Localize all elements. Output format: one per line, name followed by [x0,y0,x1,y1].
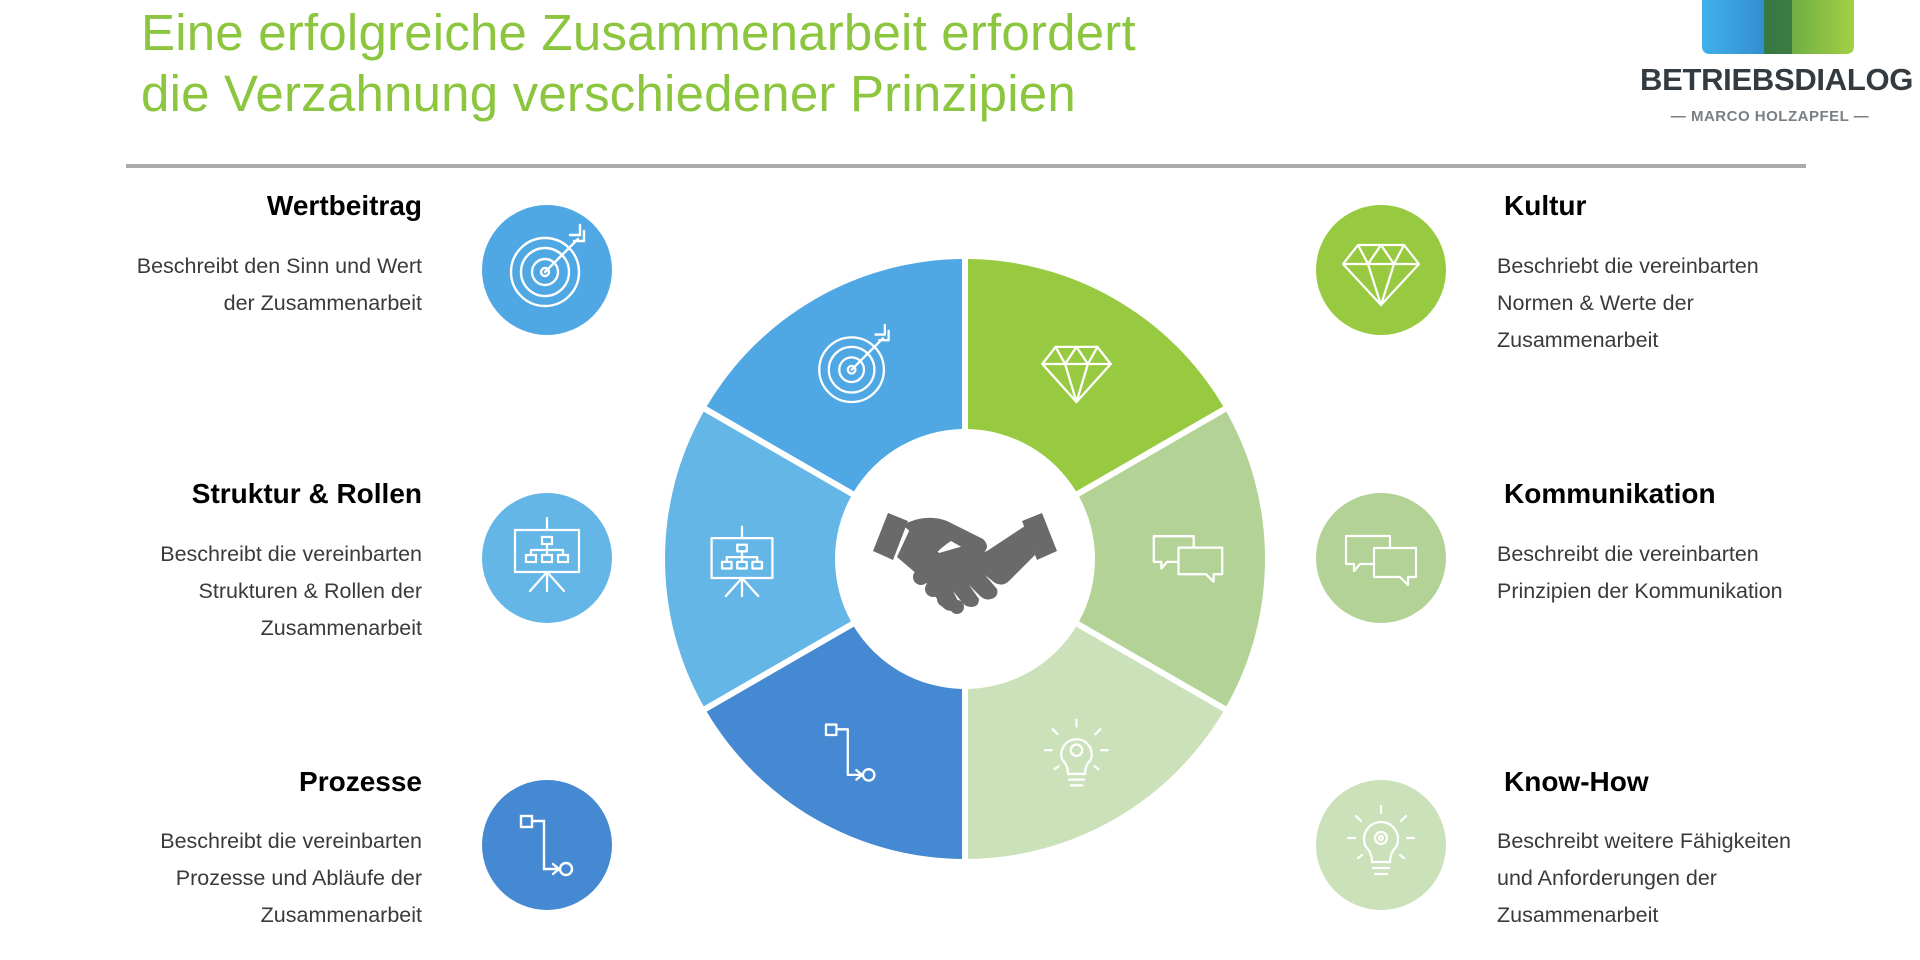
diamond-icon [1341,243,1421,307]
description-line: Beschreibt weitere Fähigkeiten [1497,829,1791,853]
segment-process-flow-icon [824,723,876,782]
handshake-icon [873,513,1057,614]
principle-badge-prozesse [482,780,612,910]
description-line: und Anforderungen der [1497,866,1717,890]
description-line: Zusammenarbeit [1497,328,1659,352]
page-title: Eine erfolgreiche Zusammenarbeit erforde… [141,2,1136,124]
wheel-segment-knowhow [967,626,1224,859]
segment-speech-bubbles-icon [1152,535,1224,583]
description-line: Strukturen & Rollen der [198,579,422,603]
description-line: der Zusammenarbeit [223,291,422,315]
principle-badge-wertbeitrag [482,205,612,335]
principle-badge-struktur [482,493,612,623]
principle-badge-kommunikation [1316,493,1446,623]
description-line: Prinzipien der Kommunikation [1497,579,1783,603]
principle-description-struktur: Beschreibt die vereinbarten Strukturen &… [160,536,422,647]
wheel-segment-prozesse [706,626,963,859]
description-line: Normen & Werte der [1497,291,1694,315]
principle-description-kultur: Beschriebt die vereinbarten Normen & Wer… [1497,248,1759,359]
page-title-line-2: die Verzahnung verschiedener Prinzipien [141,65,1076,122]
company-logo: BETRIEBSDIALOG — MARCO HOLZAPFEL — [1640,0,1920,130]
principle-title-prozesse: Prozesse [299,766,422,797]
principle-badge-kultur [1316,205,1446,335]
principle-badge-knowhow [1316,780,1446,910]
target-icon [509,223,586,308]
principle-title-kommunikation: Kommunikation [1504,478,1716,509]
description-line: Beschreibt die vereinbarten [1497,542,1759,566]
segment-diamond-icon [1041,345,1112,404]
description-line: Zusammenarbeit [260,616,422,640]
wheel-segment-wertbeitrag [706,259,963,492]
speech-bubbles-icon [1344,534,1418,587]
description-line: Zusammenarbeit [1497,903,1659,927]
logo-subtitle: — MARCO HOLZAPFEL — [1670,108,1870,125]
logo-name: BETRIEBSDIALOG [1640,62,1914,97]
description-line: Prozesse und Abläufe der [175,866,422,890]
principle-description-wertbeitrag: Beschreibt den Sinn und Wert der Zusamme… [137,248,422,322]
wheel-segment-kommunikation [1079,411,1265,707]
description-line: Beschreibt die vereinbarten [160,542,422,566]
principle-description-kommunikation: Beschreibt die vereinbarten Prinzipien d… [1497,536,1783,610]
principle-title-wertbeitrag: Wertbeitrag [266,190,422,221]
description-line: Zusammenarbeit [260,903,422,927]
org-chart-icon [513,516,581,593]
description-line: Beschriebt die vereinbarten [1497,254,1759,278]
description-line: Beschreibt die vereinbarten [160,829,422,853]
principle-description-knowhow: Beschreibt weitere Fähigkeiten und Anfor… [1497,823,1791,934]
lightbulb-gear-icon [1346,804,1416,876]
process-flow-icon [519,814,574,877]
header-divider [126,164,1806,168]
description-line: Beschreibt den Sinn und Wert [136,254,422,278]
page-title-line-1: Eine erfolgreiche Zusammenarbeit erforde… [141,4,1136,61]
principle-description-prozesse: Beschreibt die vereinbarten Prozesse und… [160,823,422,934]
segment-target-icon [818,323,890,404]
principle-title-struktur: Struktur & Rollen [191,478,422,509]
principle-title-knowhow: Know-How [1504,766,1649,797]
segment-org-chart-icon [710,525,774,598]
wheel-segment-kultur [967,259,1224,492]
segment-lightbulb-gear-icon [1044,718,1109,787]
logo-mark-icon [1702,0,1854,54]
principle-title-kultur: Kultur [1504,190,1587,221]
